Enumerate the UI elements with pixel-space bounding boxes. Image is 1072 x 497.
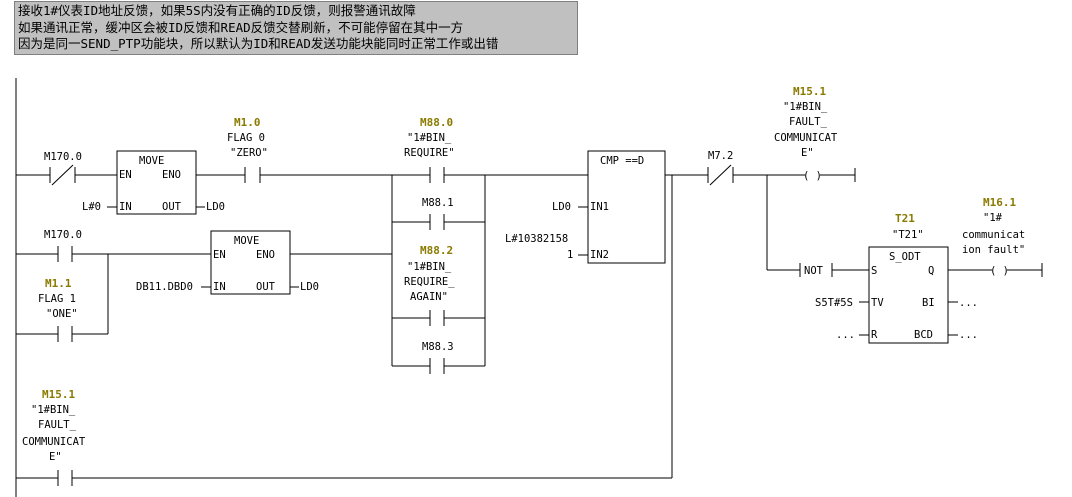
move-box-1[interactable]: MOVE EN ENO IN OUT L#0 LD0 [82, 150, 225, 215]
out-value: LD0 [206, 201, 225, 213]
move-title: MOVE [234, 235, 259, 247]
in2-value: 1 [567, 249, 573, 261]
coil-glyph: ( ) [803, 170, 822, 182]
contact-address: M1.0 [234, 116, 261, 129]
move-box-2[interactable]: MOVE EN ENO IN OUT DB11.DBD0 LD0 [136, 230, 319, 295]
in1-value: LD0 [552, 201, 571, 213]
contact-m15-1-left[interactable]: M15.1 "1#BIN_ FAULT_ COMMUNICAT E" [22, 388, 86, 486]
contact-symbol: "ONE" [46, 308, 78, 320]
coil-m16-1[interactable]: ( ) M16.1 "1# communicat ion fault" [962, 196, 1025, 277]
network-comment: 接收1#仪表ID地址反馈，如果5S内没有正确的ID反馈，则报警通讯故障 如果通讯… [14, 1, 578, 55]
contact-symbol: AGAIN" [410, 291, 448, 303]
contact-m88-2[interactable]: M88.2 "1#BIN_ REQUIRE_ AGAIN" [404, 244, 455, 326]
contact-address: M88.3 [422, 341, 454, 353]
cmp-title: CMP ==D [600, 155, 644, 167]
contact-address: M7.2 [708, 150, 733, 162]
contact-address: M170.0 [44, 229, 82, 241]
comment-line-2: 如果通讯正常，缓冲区会被ID反馈和READ反馈交替刷新，不可能停留在其中一方 [18, 19, 464, 35]
bcd-value: ... [959, 329, 978, 341]
rung-2-wires [16, 253, 392, 335]
in-value: L#0 [82, 201, 101, 213]
contact-address: M88.0 [420, 116, 453, 129]
timer-address: T21 [895, 212, 915, 225]
r-value: ... [836, 329, 855, 341]
rung-3-wires [16, 175, 673, 479]
contact-m88-0[interactable]: M88.0 "1#BIN_ REQUIRE" [404, 116, 455, 183]
coil-symbol: E" [801, 147, 814, 159]
coil-m16-1-wires [948, 263, 1043, 277]
contact-address: M88.1 [422, 197, 454, 209]
contact-symbol: FLAG 1 [38, 293, 76, 305]
coil-symbol: COMMUNICAT [774, 132, 838, 144]
contact-m7-2-nc[interactable]: M7.2 [707, 150, 734, 186]
coil-glyph: ( ) [990, 265, 1009, 277]
in1-pin: IN1 [590, 201, 609, 213]
bi-pin: BI [922, 297, 935, 309]
not-branch-wires [766, 175, 869, 277]
comment-line-1: 接收1#仪表ID地址反馈，如果5S内没有正确的ID反馈，则报警通讯故障 [18, 3, 416, 18]
eno-pin: ENO [162, 169, 181, 181]
contact-symbol: REQUIRE" [404, 147, 455, 159]
contact-symbol: REQUIRE_ [404, 276, 455, 288]
out-value: LD0 [300, 281, 319, 293]
coil-symbol: "1# [983, 212, 1003, 224]
coil-m15-1[interactable]: ( ) M15.1 "1#BIN_ FAULT_ COMMUNICAT E" [774, 85, 838, 182]
contact-symbol: FAULT_ [38, 419, 77, 431]
contact-address: M170.0 [44, 151, 82, 163]
in2-pin: IN2 [590, 249, 609, 261]
en-pin: EN [213, 249, 226, 261]
tv-pin: TV [871, 297, 884, 309]
tv-value: S5T#5S [815, 297, 853, 309]
contact-symbol: FLAG 0 [227, 132, 265, 144]
not-label: NOT [804, 265, 824, 277]
out-pin: OUT [162, 201, 182, 213]
s-pin: S [871, 265, 877, 277]
in-pin: IN [213, 281, 226, 293]
comment-line-3: 因为是同一SEND_PTP功能块，所以默认为ID和READ发送功能块能同时正常工… [18, 36, 499, 51]
branch-m88-wires [391, 175, 486, 367]
r-pin: R [871, 329, 878, 341]
coil-symbol: communicat [962, 229, 1025, 241]
out-pin: OUT [256, 281, 276, 293]
contact-m88-3[interactable]: M88.3 [422, 341, 454, 374]
move-title: MOVE [139, 155, 164, 167]
contact-symbol: "1#BIN_ [407, 261, 452, 273]
coil-symbol: FAULT_ [789, 116, 828, 128]
contact-m1-0[interactable]: M1.0 FLAG 0 "ZERO" [227, 116, 268, 183]
contact-address: M1.1 [45, 277, 72, 290]
in2-value: L#10382158 [505, 233, 568, 245]
cmp-box[interactable]: CMP ==D IN1 IN2 LD0 L#10382158 1 [505, 150, 666, 264]
contact-m170-0-no[interactable]: M170.0 [44, 229, 82, 262]
en-pin: EN [119, 169, 132, 181]
contact-m1-1[interactable]: M1.1 FLAG 1 "ONE" [38, 277, 78, 342]
bi-value: ... [959, 297, 978, 309]
contact-m88-1[interactable]: M88.1 [422, 197, 454, 230]
coil-symbol: "1#BIN_ [783, 101, 828, 113]
coil-symbol: ion fault" [962, 244, 1025, 256]
contact-symbol: COMMUNICAT [22, 436, 86, 448]
eno-pin: ENO [256, 249, 275, 261]
contact-symbol: "1#BIN_ [407, 132, 452, 144]
coil-address: M15.1 [793, 85, 826, 98]
contact-symbol: "ZERO" [230, 147, 268, 159]
in-value: DB11.DBD0 [136, 281, 193, 293]
timer-s-odt[interactable]: T21 "T21" S_ODT S Q TV BI R BCD S5T#5S .… [815, 212, 978, 344]
q-pin: Q [928, 265, 934, 277]
contact-address: M15.1 [42, 388, 75, 401]
contact-symbol: "1#BIN_ [31, 404, 76, 416]
timer-symbol: "T21" [892, 229, 924, 241]
contact-m170-0-nc[interactable]: M170.0 [44, 151, 82, 186]
bcd-pin: BCD [914, 329, 933, 341]
timer-title: S_ODT [889, 251, 921, 263]
coil-address: M16.1 [983, 196, 1016, 209]
in-pin: IN [119, 201, 132, 213]
contact-address: M88.2 [420, 244, 453, 257]
contact-symbol: E" [49, 451, 62, 463]
